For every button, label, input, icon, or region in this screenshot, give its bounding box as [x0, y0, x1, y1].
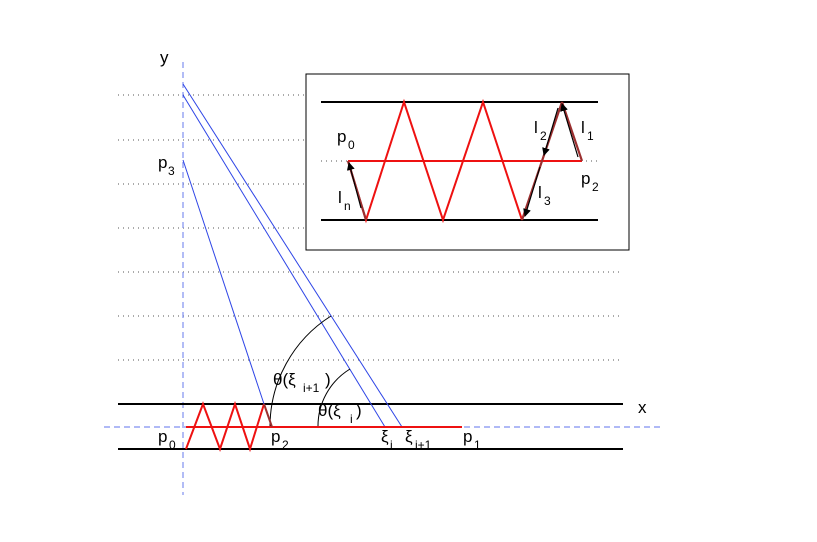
- label-p0-base: p: [158, 427, 167, 446]
- guide-line-xi-i: [182, 94, 386, 428]
- inset-label-l2: l 2: [534, 118, 547, 143]
- inset-label-l1-base: l: [581, 118, 585, 137]
- inset-label-ln: l n: [338, 188, 351, 213]
- label-p1-base: p: [463, 427, 472, 446]
- label-xi-i1: ξ i+1: [405, 427, 432, 452]
- x-axis-label: x: [638, 398, 647, 417]
- inset-label-p2-base: p: [581, 169, 590, 188]
- guide-line-p3: [182, 159, 265, 405]
- label-p3: p 3: [158, 153, 175, 178]
- label-theta-xi-i1-post: ): [325, 370, 331, 389]
- closing-segment: [263, 403, 273, 428]
- inset-label-p0: p 0: [337, 127, 355, 152]
- label-p3-sub: 3: [168, 164, 175, 178]
- label-theta-xi-i1-pre: θ(ξ: [273, 370, 296, 389]
- label-p0-sub: 0: [169, 438, 176, 452]
- inset-label-l2-sub: 2: [540, 129, 547, 143]
- inset-label-l1: l 1: [581, 118, 594, 143]
- theta-xi-i-arc: [317, 368, 351, 428]
- inset-arrow-l3: [523, 166, 541, 217]
- label-p3-base: p: [158, 153, 167, 172]
- label-p2-sub: 2: [282, 438, 289, 452]
- inset-arrow-ln: [346, 162, 362, 209]
- label-theta-xi-i1-sub: i+1: [303, 381, 320, 395]
- label-theta-xi-i: θ(ξ i ): [318, 401, 362, 426]
- guide-line-xi-i1: [182, 83, 403, 428]
- inset-label-ln-sub: n: [344, 199, 351, 213]
- inset-label-p0-sub: 0: [348, 138, 355, 152]
- inset-label-p2-sub: 2: [592, 180, 599, 194]
- label-xi-i1-base: ξ: [405, 427, 413, 446]
- label-p0: p 0: [158, 427, 176, 452]
- label-p2: p 2: [271, 427, 289, 452]
- y-axis-label: y: [160, 48, 169, 67]
- inset-label-l3-sub: 3: [544, 194, 551, 208]
- label-theta-xi-i-pre: θ(ξ: [318, 401, 341, 420]
- label-theta-xi-i-sub: i: [350, 412, 353, 426]
- inset-label-p2: p 2: [581, 169, 599, 194]
- inset-arrow-l1: [560, 103, 579, 158]
- label-p1-sub: 1: [474, 438, 481, 452]
- label-p2-base: p: [271, 427, 280, 446]
- inset-arrow-l2: [542, 107, 559, 156]
- inset-label-l3: l 3: [538, 183, 551, 208]
- inset-label-l3-base: l: [538, 183, 542, 202]
- theta-xi-i1-arc: [269, 315, 332, 428]
- inset-label-ln-base: l: [338, 188, 342, 207]
- inset-panel: p 0 p 2 l 1 l 2 l 3 l n: [305, 73, 630, 251]
- label-theta-xi-i1: θ(ξ i+1 ): [273, 370, 331, 395]
- label-xi-i-sub: i: [390, 438, 393, 452]
- inset-label-l2-base: l: [534, 118, 538, 137]
- inset-label-p0-base: p: [337, 127, 346, 146]
- label-xi-i-base: ξ: [381, 427, 389, 446]
- dotted-guides: [118, 94, 622, 361]
- label-p1: p 1: [463, 427, 481, 452]
- label-xi-i1-sub: i+1: [415, 438, 432, 452]
- label-xi-i: ξ i: [381, 427, 393, 452]
- inset-label-l1-sub: 1: [587, 129, 594, 143]
- label-theta-xi-i-post: ): [356, 401, 362, 420]
- guide-lines: [182, 83, 403, 428]
